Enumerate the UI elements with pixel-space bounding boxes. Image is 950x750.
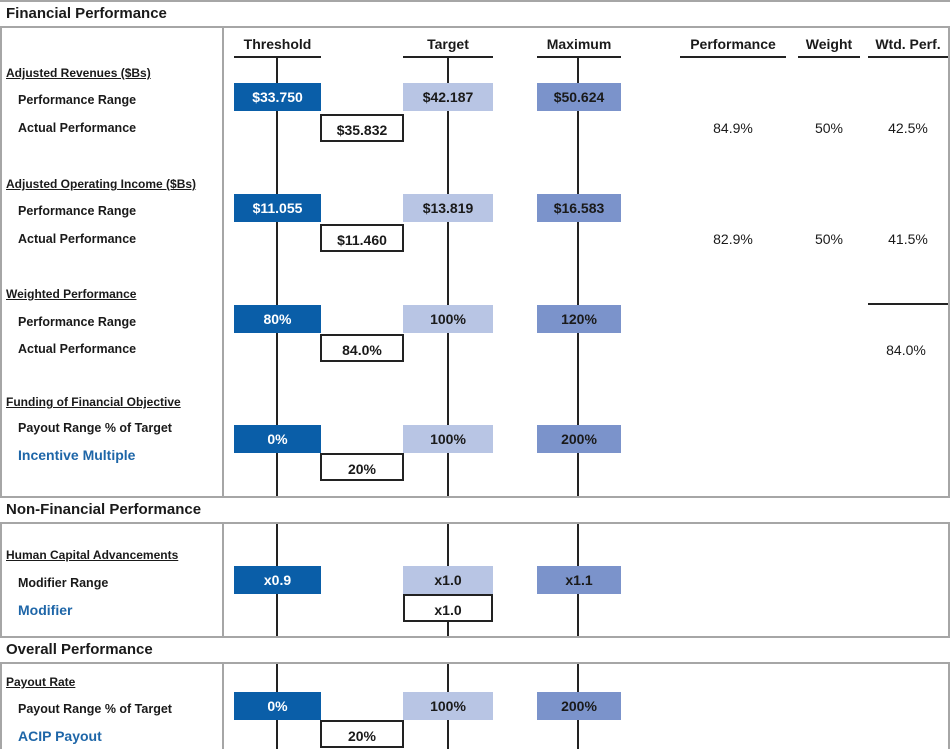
result-label-incentive-multiple: Incentive Multiple (18, 447, 136, 463)
section-title-non-financial: Non-Financial Performance (0, 496, 950, 524)
column-header-performance: Performance (680, 36, 786, 58)
wtd-perf-value: 42.5% (888, 120, 928, 136)
row-label-actual-performance: Actual Performance (18, 342, 137, 356)
actual-value-box: x1.0 (403, 594, 493, 622)
maximum-value-box: $16.583 (537, 194, 621, 222)
group-title-weighted-performance: Weighted Performance (6, 287, 137, 301)
frame-right-border (948, 0, 950, 749)
target-value-box: 100% (403, 425, 493, 453)
performance-value: 84.9% (713, 120, 753, 136)
threshold-value-box: 0% (234, 425, 321, 453)
performance-value: 82.9% (713, 231, 753, 247)
column-header-target: Target (403, 36, 493, 58)
result-label-acip-payout: ACIP Payout (18, 728, 102, 744)
column-header-wtd-perf: Wtd. Perf. (868, 36, 948, 58)
threshold-value-box: 80% (234, 305, 321, 333)
label-column-divider (222, 664, 224, 749)
column-header-threshold: Threshold (234, 36, 321, 58)
row-label-performance-range: Performance Range (18, 315, 137, 329)
row-label-actual-performance: Actual Performance (18, 121, 137, 135)
group-title-human-capital: Human Capital Advancements (6, 548, 179, 562)
result-label-modifier: Modifier (18, 602, 73, 618)
group-title-adjusted-revenues: Adjusted Revenues ($Bs) (6, 66, 151, 80)
section-title-overall: Overall Performance (0, 636, 950, 664)
total-underline (868, 303, 948, 305)
frame-left-border (0, 0, 2, 749)
threshold-value-box: $33.750 (234, 83, 321, 111)
weight-value: 50% (814, 231, 844, 247)
target-value-box: $13.819 (403, 194, 493, 222)
weight-value: 50% (814, 120, 844, 136)
maximum-value-box: x1.1 (537, 566, 621, 594)
actual-value-box: $11.460 (320, 224, 404, 252)
threshold-scale-line (276, 56, 278, 496)
row-label-performance-range: Performance Range (18, 204, 137, 218)
target-value-box: x1.0 (403, 566, 493, 594)
maximum-value-box: $50.624 (537, 83, 621, 111)
maximum-scale-line (577, 56, 579, 496)
row-label-actual-performance: Actual Performance (18, 232, 137, 246)
target-value-box: 100% (403, 692, 493, 720)
row-label-performance-range: Performance Range (18, 93, 137, 107)
group-title-funding: Funding of Financial Objective (6, 395, 181, 409)
wtd-perf-total-value: 84.0% (886, 342, 926, 358)
threshold-value-box: x0.9 (234, 566, 321, 594)
threshold-value-box: 0% (234, 692, 321, 720)
maximum-value-box: 200% (537, 425, 621, 453)
threshold-value-box: $11.055 (234, 194, 321, 222)
target-value-box: 100% (403, 305, 493, 333)
label-column-divider (222, 524, 224, 636)
row-label-payout-range: Payout Range % of Target (18, 702, 172, 716)
actual-value-box: 20% (320, 453, 404, 481)
maximum-value-box: 120% (537, 305, 621, 333)
actual-value-box: $35.832 (320, 114, 404, 142)
row-label-modifier-range: Modifier Range (18, 576, 109, 590)
section-title-financial: Financial Performance (0, 0, 950, 28)
actual-value-box: 84.0% (320, 334, 404, 362)
group-title-adjusted-operating-income: Adjusted Operating Income ($Bs) (6, 177, 197, 191)
target-value-box: $42.187 (403, 83, 493, 111)
label-column-divider (222, 28, 224, 496)
column-header-weight: Weight (798, 36, 860, 58)
actual-value-box: 20% (320, 720, 404, 748)
row-label-payout-range: Payout Range % of Target (18, 421, 172, 435)
column-header-maximum: Maximum (537, 36, 621, 58)
target-scale-line (447, 56, 449, 496)
maximum-value-box: 200% (537, 692, 621, 720)
wtd-perf-value: 41.5% (888, 231, 928, 247)
group-title-payout-rate: Payout Rate (6, 675, 76, 689)
